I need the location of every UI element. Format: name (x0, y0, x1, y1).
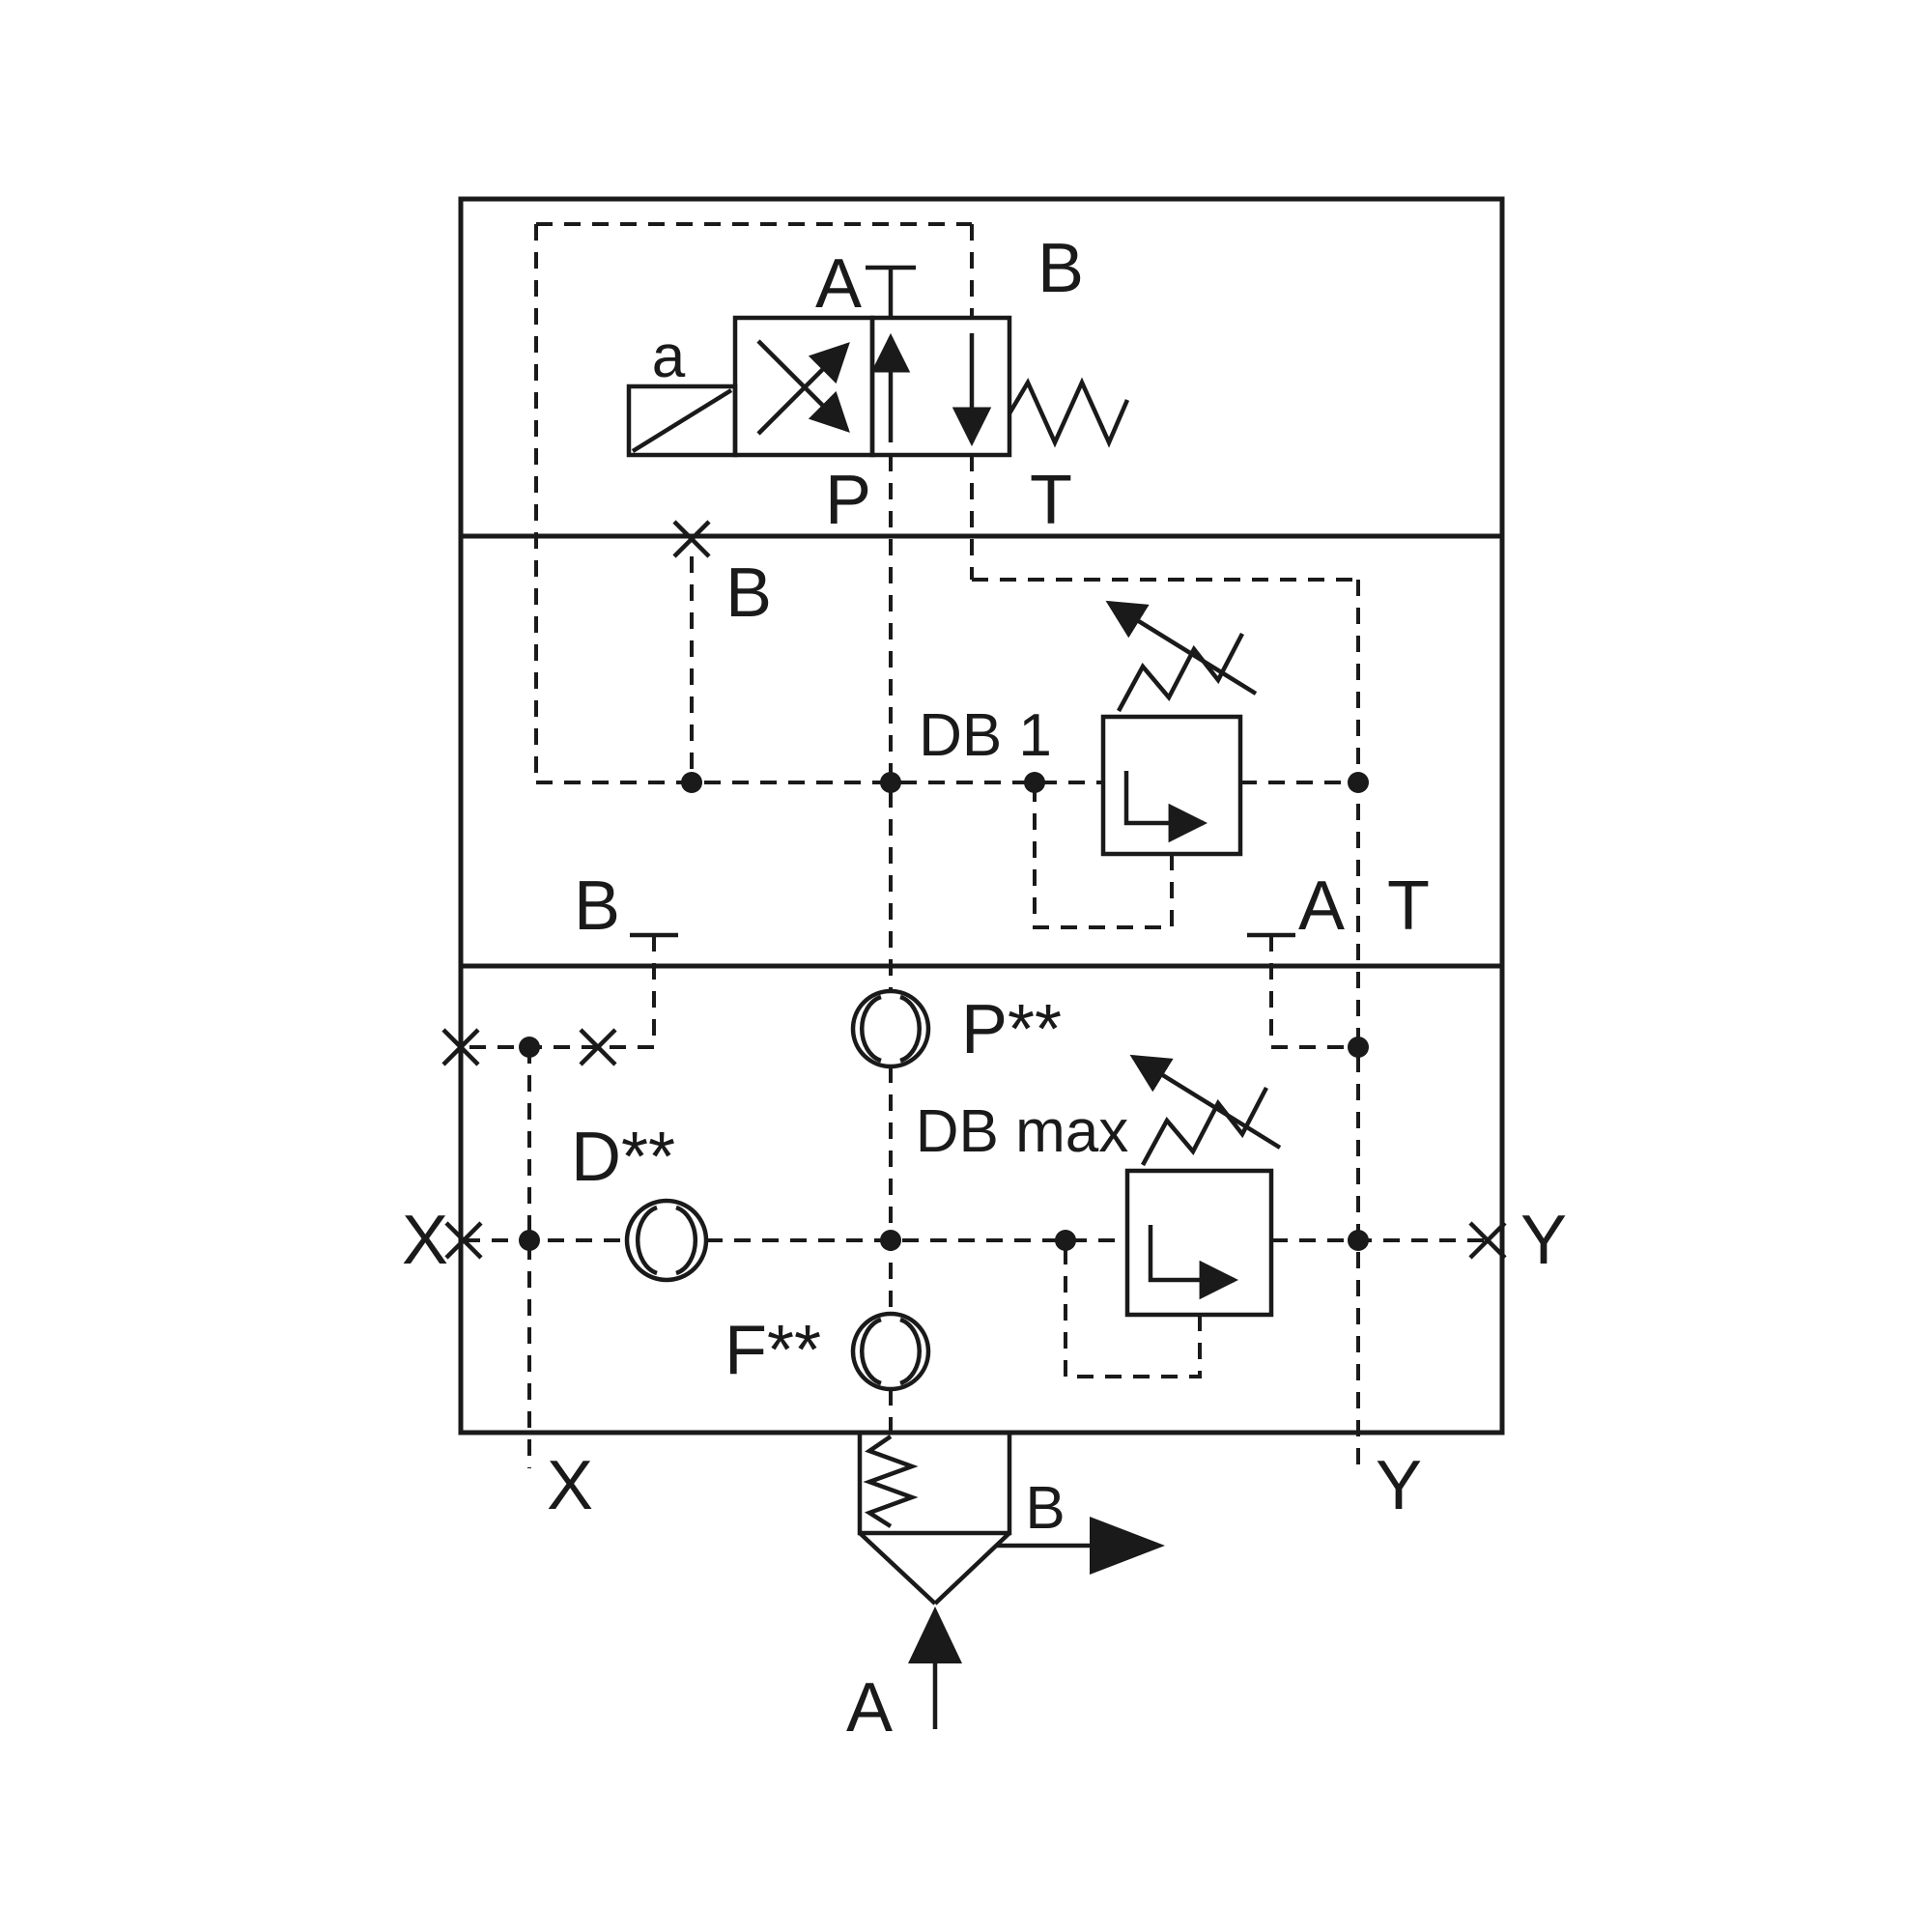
label-out-b: B (1025, 1475, 1065, 1542)
crossed-arrow-1 (756, 342, 850, 436)
label-in-a: A (846, 1669, 893, 1747)
label-port-b-bottom: B (574, 867, 620, 945)
measuring-point-d (624, 1198, 709, 1283)
cartridge-body (857, 1430, 1012, 1536)
valve-spring (1008, 377, 1130, 448)
label-port-x: X (402, 1202, 448, 1279)
valve-square-parallel (869, 315, 1012, 458)
poppet-side-left (858, 1531, 937, 1605)
b-flow-arrow-icon (1090, 1517, 1165, 1575)
dbmax-flow-arrow (1148, 1225, 1239, 1300)
label-measure-p: P** (961, 991, 1062, 1068)
label-valve-port-a: A (815, 245, 862, 323)
a-flow-arrow-icon (908, 1606, 962, 1663)
dbmax-pilot-loop (1064, 1240, 1202, 1378)
db1-pilot-loop (1033, 782, 1174, 929)
label-ext-x: X (547, 1447, 593, 1524)
label-measure-f: F** (724, 1312, 821, 1389)
pilot-directional-valve (626, 265, 1130, 458)
label-solenoid-a: a (652, 324, 686, 390)
junction-dot (1348, 1037, 1369, 1058)
solenoid-box (626, 384, 738, 458)
label-valve-port-b: B (1037, 230, 1084, 307)
label-port-y: Y (1520, 1202, 1567, 1279)
label-valve-port-p: P (825, 462, 871, 539)
plug-cross-y-port-icon (1468, 1221, 1507, 1260)
solenoid-diagonal (631, 388, 733, 453)
pilot-lines (461, 222, 1488, 1468)
plug-cross-x-port-icon (444, 1221, 483, 1260)
relief-valve-db1 (1033, 600, 1258, 929)
db1-adjust-arrow (1105, 600, 1258, 696)
check-cartridge-valve (857, 1430, 1165, 1729)
junction-dot (1024, 772, 1045, 793)
label-ext-y: Y (1376, 1447, 1422, 1524)
labels: A B a P T B DB 1 B A T P** DB max D** X … (402, 230, 1567, 1747)
cartridge-spring (863, 1435, 919, 1528)
measure-d-circle-icon (624, 1198, 709, 1283)
junction-dot (880, 772, 901, 793)
dbmax-adjust-arrow (1129, 1054, 1282, 1150)
label-measure-d: D** (571, 1119, 675, 1196)
measuring-point-p (850, 988, 931, 1069)
plug-cross-left-edge-icon (441, 1028, 480, 1066)
label-db1: DB 1 (919, 702, 1052, 769)
junction-dot (681, 772, 702, 793)
junction-dot (519, 1037, 540, 1058)
plug-symbols (441, 520, 1507, 1260)
measure-f-circle-icon (850, 1311, 931, 1392)
crossed-arrow-2 (756, 339, 850, 433)
plug-b-cross-icon (672, 520, 711, 558)
junction-dot (1348, 1230, 1369, 1251)
junction-dot (519, 1230, 540, 1251)
label-plug-b: B (725, 554, 772, 632)
junction-dots (519, 772, 1369, 1251)
junction-dot (1055, 1230, 1076, 1251)
relief-valve-dbmax (1064, 1054, 1282, 1378)
junction-dot (880, 1230, 901, 1251)
label-valve-port-t: T (1030, 462, 1072, 539)
measure-p-circle-icon (850, 988, 931, 1069)
label-port-a-bottom: A (1298, 867, 1345, 945)
plug-cross-b-branch-icon (579, 1028, 617, 1066)
label-dbmax: DB max (916, 1098, 1128, 1165)
db1-flow-arrow (1123, 771, 1208, 843)
label-port-t-bottom: T (1387, 867, 1430, 945)
junction-dot (1348, 772, 1369, 793)
measuring-point-f (850, 1311, 931, 1392)
